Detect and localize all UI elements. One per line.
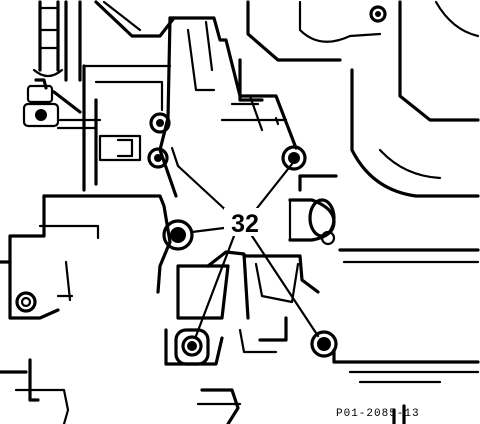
- mounting-bracket: [147, 16, 298, 198]
- upper-linkage-bracket: [22, 0, 102, 130]
- figure-reference: P01-2085-13: [336, 408, 420, 420]
- figure-reference-code: P01-2085-13: [336, 408, 420, 420]
- output-shaft-boss: [288, 174, 480, 264]
- bolt-left: [162, 219, 194, 251]
- diagonal-support-frame: [82, 0, 176, 192]
- callout-label: 32: [224, 208, 266, 238]
- bolt-lower-center: [174, 328, 210, 366]
- bolt-upper-right: [281, 145, 307, 171]
- callout-leaders: [170, 146, 320, 338]
- upper-right-casing: [238, 0, 480, 198]
- bolt-lower-right: [310, 330, 338, 358]
- callout-number: 32: [231, 210, 259, 238]
